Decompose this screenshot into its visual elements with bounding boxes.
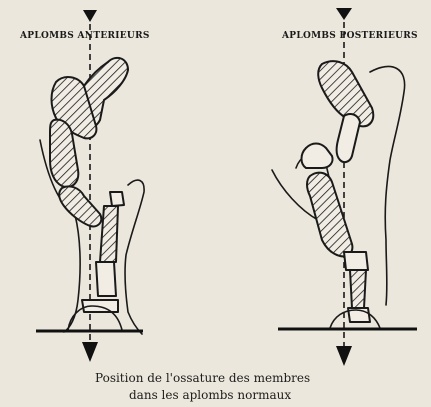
caption-line-1: Position de l'ossature des membres [95, 371, 310, 385]
hind-label: APLOMBS POSTERIEURS [281, 31, 418, 41]
hind-rump-outline [370, 66, 405, 305]
hind-limb: APLOMBS POSTERIEURS [272, 8, 418, 366]
front-carpus [110, 192, 124, 206]
front-label: APLOMBS ANTERIEURS [19, 31, 150, 41]
hind-femur [337, 114, 360, 162]
front-bottom-arrow [82, 342, 98, 362]
front-limb: APLOMBS ANTERIEURS [19, 10, 150, 362]
hind-tarsus [344, 252, 368, 270]
front-top-arrow [83, 10, 97, 22]
hind-tibia [307, 173, 352, 257]
front-cannon [100, 206, 118, 262]
front-forearm [59, 186, 101, 226]
front-pastern [96, 262, 116, 296]
hind-bottom-arrow [336, 346, 352, 366]
caption-line-2: dans les aplombs normaux [129, 388, 291, 402]
hind-cannon [350, 270, 366, 308]
hind-top-arrow [336, 8, 352, 20]
hind-tibia-upper [302, 144, 333, 169]
front-leg-outline [125, 180, 144, 334]
